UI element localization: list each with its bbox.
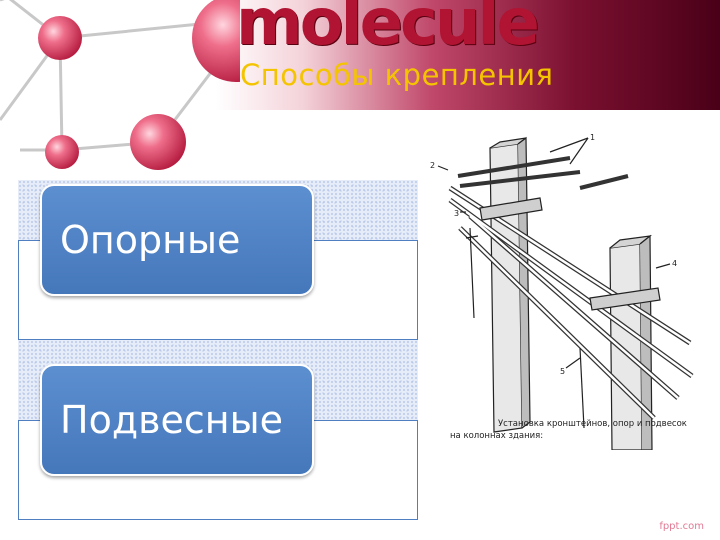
footer-source: fppt.com — [659, 521, 704, 532]
callout-4: 4 — [672, 259, 677, 268]
caption-line-2: на колоннах здания: — [450, 431, 544, 441]
list-item: Опорные — [18, 180, 418, 340]
list-item: Подвесные — [18, 340, 418, 520]
header-band — [0, 0, 720, 110]
brand-logo-text: molecule — [236, 0, 540, 60]
callout-2: 2 — [430, 161, 435, 170]
header-fade — [0, 110, 720, 140]
item-supporting[interactable]: Опорные — [40, 184, 314, 296]
caption-line-1: Установка кронштейнов, опор и подвесок — [498, 419, 687, 429]
item-suspended[interactable]: Подвесные — [40, 364, 314, 476]
callout-5: 5 — [560, 367, 565, 376]
callout-3: 3 — [454, 209, 459, 218]
molecule-illustration — [0, 0, 240, 170]
atom — [45, 135, 79, 169]
figure-caption: Установка кронштейнов, опор и подвесок н… — [450, 418, 710, 442]
atom — [192, 0, 240, 82]
callout-1: 1 — [590, 133, 595, 142]
pipe-mounting-drawing: 1 2 3 4 5 — [430, 133, 694, 450]
atom — [130, 114, 186, 170]
atom — [38, 16, 82, 60]
slide-title: Способы крепления — [240, 58, 554, 92]
